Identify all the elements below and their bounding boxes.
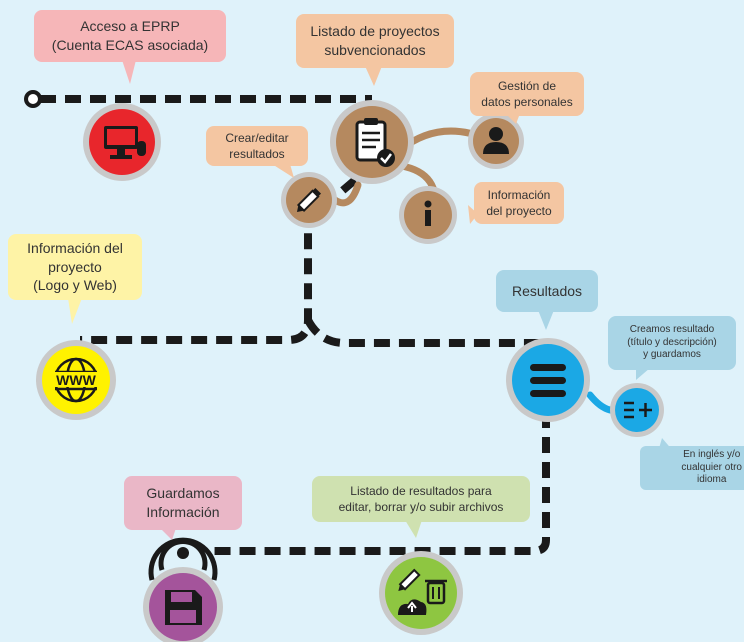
bubble-tails	[68, 60, 674, 540]
bubble-create-result-text: Creamos resultado (título y descripción)…	[627, 324, 717, 361]
floppy-disk-icon	[165, 590, 202, 625]
bubble-results-list-text: Listado de resultados para editar, borra…	[338, 483, 504, 514]
www-label: WWW	[56, 372, 96, 388]
website-node[interactable]: WWW	[36, 340, 116, 420]
bubble-save-text: Guardamos Información	[146, 485, 220, 520]
list-add-icon	[624, 401, 652, 419]
pencil-icon	[296, 187, 322, 213]
bubble-edit-results: Crear/editar resultados	[206, 126, 308, 166]
start-marker	[24, 90, 42, 108]
access-node[interactable]	[83, 103, 161, 181]
bubble-results: Resultados	[496, 270, 598, 312]
bubble-language-text: En inglés y/o cualquier otro idioma	[681, 449, 742, 486]
clipboard-check-icon	[355, 118, 395, 167]
bubble-results-list: Listado de resultados para editar, borra…	[312, 476, 530, 522]
bubble-language: En inglés y/o cualquier otro idioma	[640, 446, 744, 490]
bubble-project-info: Información del proyecto (Logo y Web)	[8, 234, 142, 300]
bubble-projects-list-text: Listado de proyectos subvencionados	[310, 23, 440, 58]
bubble-projects-list: Listado de proyectos subvencionados	[296, 14, 454, 68]
project-info-node[interactable]	[399, 186, 457, 244]
bubble-personal-data: Gestión de datos personales	[470, 72, 584, 116]
bubble-project-info-text: Información del proyecto (Logo y Web)	[27, 239, 123, 294]
signal-rings	[148, 537, 218, 581]
list-icon	[530, 364, 566, 397]
edit-delete-upload-icon	[398, 568, 447, 615]
results-list-node[interactable]	[379, 551, 463, 635]
bubble-save: Guardamos Información	[124, 476, 242, 530]
bubble-project-info-small-text: Información del proyecto	[486, 187, 552, 218]
results-node[interactable]	[506, 338, 590, 422]
info-icon	[424, 200, 432, 226]
main-path	[40, 95, 550, 555]
personal-data-node[interactable]	[468, 113, 524, 169]
monitor-icon	[104, 126, 146, 159]
bubble-personal-data-text: Gestión de datos personales	[481, 78, 573, 109]
create-result-node[interactable]	[610, 383, 664, 437]
edit-results-node[interactable]	[281, 172, 337, 228]
bubble-project-info-small: Información del proyecto	[474, 182, 564, 224]
person-icon	[483, 127, 509, 154]
save-node[interactable]	[143, 567, 223, 642]
bubble-access-text: Acceso a EPRP (Cuenta ECAS asociada)	[51, 18, 209, 53]
bubble-results-text: Resultados	[511, 282, 583, 299]
bubble-edit-results-text: Crear/editar resultados	[225, 130, 289, 161]
bubble-create-result: Creamos resultado (título y descripción)…	[608, 316, 736, 370]
projects-list-node[interactable]	[330, 100, 414, 184]
bubble-access: Acceso a EPRP (Cuenta ECAS asociada)	[34, 10, 226, 62]
